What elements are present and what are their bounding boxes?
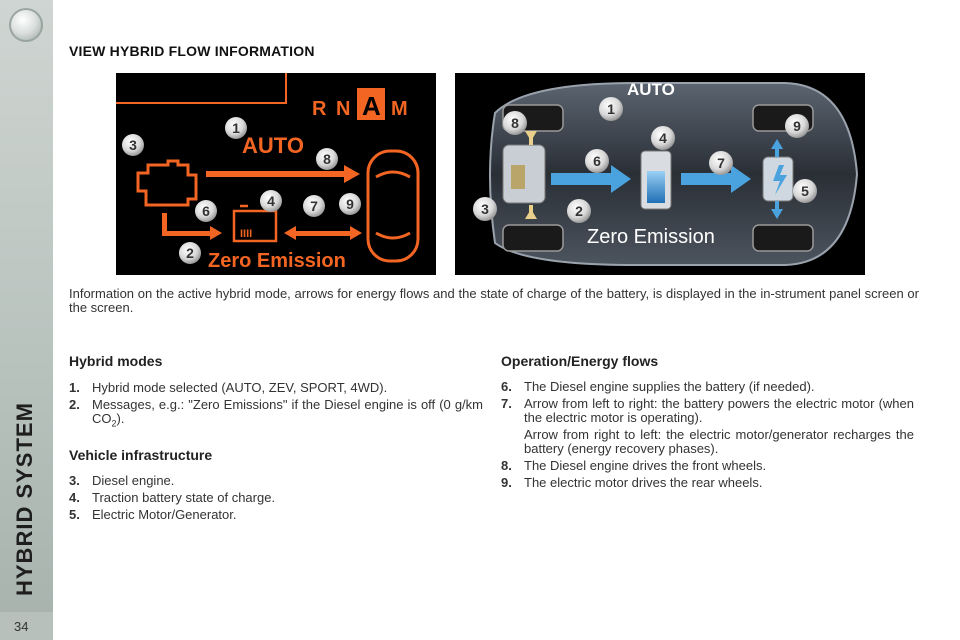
- page-title: VIEW HYBRID FLOW INFORMATION: [69, 43, 315, 59]
- gear-letter-r: R: [312, 98, 327, 120]
- list-item: 4.Traction battery state of charge.: [69, 490, 276, 505]
- vehicle-infrastructure-heading: Vehicle infrastructure: [69, 447, 213, 463]
- svg-text:5: 5: [801, 183, 809, 199]
- svg-text:7: 7: [310, 198, 318, 214]
- car-outline: [366, 149, 420, 263]
- svg-text:4: 4: [659, 130, 667, 146]
- callout-6: 6: [585, 149, 609, 173]
- callout-9: 9: [785, 114, 809, 138]
- list-item: 3.Diesel engine.: [69, 473, 175, 488]
- mode-label: AUTO: [627, 80, 675, 99]
- callout-5: 5: [793, 179, 817, 203]
- gear-selected-box: [357, 88, 385, 120]
- svg-text:7: 7: [717, 155, 725, 171]
- operation-list: 6.The Diesel engine supplies the battery…: [501, 380, 914, 493]
- svg-text:9: 9: [793, 118, 801, 134]
- zero-emission-message: Zero Emission: [208, 250, 346, 272]
- callout-3: 3: [473, 197, 497, 221]
- arrow-motor-to-rear-wheels: [771, 139, 783, 219]
- hybrid-modes-heading: Hybrid modes: [69, 353, 163, 369]
- callout-4: 4: [260, 190, 282, 212]
- list-item: 5.Electric Motor/Generator.: [69, 507, 237, 522]
- front-right-wheel-icon: [502, 224, 564, 252]
- page-number-box: 34: [0, 612, 53, 640]
- instrument-panel-svg: R N A M AUTO IIII: [116, 73, 420, 272]
- battery-bars: IIII: [240, 228, 252, 240]
- svg-text:9: 9: [346, 196, 354, 212]
- callout-1: 1: [599, 97, 623, 121]
- arrow-engine-to-front-wheels: [525, 131, 537, 219]
- intro-paragraph: Information on the active hybrid mode, a…: [69, 286, 919, 315]
- callout-2: 2: [567, 199, 591, 223]
- electric-motor-icon: [762, 156, 794, 202]
- zero-emission-message: Zero Emission: [587, 226, 715, 248]
- vehicle-infrastructure-list: 3.Diesel engine. 4.Traction battery stat…: [69, 474, 483, 525]
- svg-text:1: 1: [607, 101, 615, 117]
- list-item: 2.Messages, e.g.: "Zero Emissions" if th…: [69, 397, 483, 429]
- diesel-engine-icon: [502, 144, 546, 204]
- list-item: 8.The Diesel engine drives the front whe…: [501, 458, 767, 473]
- callout-2: 2: [179, 242, 201, 264]
- callout-7: 7: [709, 151, 733, 175]
- arrow-battery-to-motor: [284, 226, 362, 240]
- svg-text:8: 8: [511, 115, 519, 131]
- gear-letter-n: N: [336, 98, 350, 120]
- svg-text:6: 6: [202, 203, 210, 219]
- callout-7: 7: [303, 195, 325, 217]
- screen-svg: AUTO Zero Emission 1 2 3 4 5 6 7 8 9: [473, 80, 859, 266]
- callout-8: 8: [316, 148, 338, 170]
- arrow-battery-to-motor: [681, 165, 751, 193]
- hybrid-modes-list: 1.Hybrid mode selected (AUTO, ZEV, SPORT…: [69, 381, 483, 434]
- svg-text:8: 8: [323, 151, 331, 167]
- traction-battery-icon: [640, 150, 672, 210]
- rear-right-wheel-icon: [752, 224, 814, 252]
- sidebar: HYBRID SYSTEM: [0, 0, 53, 640]
- svg-text:3: 3: [129, 137, 137, 153]
- frame-line: [116, 73, 287, 104]
- list-item: 6.The Diesel engine supplies the battery…: [501, 379, 815, 394]
- arrow-engine-to-battery: [551, 165, 631, 193]
- operation-heading: Operation/Energy flows: [501, 353, 659, 369]
- list-item: 9.The electric motor drives the rear whe…: [501, 475, 763, 490]
- page-number: 34: [14, 619, 29, 634]
- callout-3: 3: [122, 134, 144, 156]
- disc-icon: [9, 8, 43, 42]
- section-title-vertical: HYBRID SYSTEM: [12, 402, 37, 596]
- callout-8: 8: [503, 111, 527, 135]
- svg-text:6: 6: [593, 153, 601, 169]
- mode-label: AUTO: [242, 133, 304, 158]
- list-item: 1.Hybrid mode selected (AUTO, ZEV, SPORT…: [69, 380, 388, 395]
- svg-text:3: 3: [481, 201, 489, 217]
- gear-letter-m: M: [391, 98, 408, 120]
- svg-text:1: 1: [232, 120, 240, 136]
- instrument-panel-illustration: R N A M AUTO IIII: [116, 73, 436, 275]
- arrow-engine-to-battery: [162, 213, 222, 240]
- engine-icon: [136, 159, 198, 207]
- screen-illustration: AUTO Zero Emission 1 2 3 4 5 6 7 8 9: [455, 73, 865, 275]
- svg-text:2: 2: [186, 245, 194, 261]
- callout-1: 1: [225, 117, 247, 139]
- svg-text:4: 4: [267, 193, 275, 209]
- callout-6: 6: [195, 200, 217, 222]
- list-item: 7.Arrow from left to right: the battery …: [501, 396, 914, 456]
- svg-text:2: 2: [575, 203, 583, 219]
- callout-9: 9: [339, 193, 361, 215]
- arrow-engine-to-front-wheels: [206, 165, 360, 183]
- callout-4: 4: [651, 126, 675, 150]
- gear-letter-a: A: [362, 91, 381, 121]
